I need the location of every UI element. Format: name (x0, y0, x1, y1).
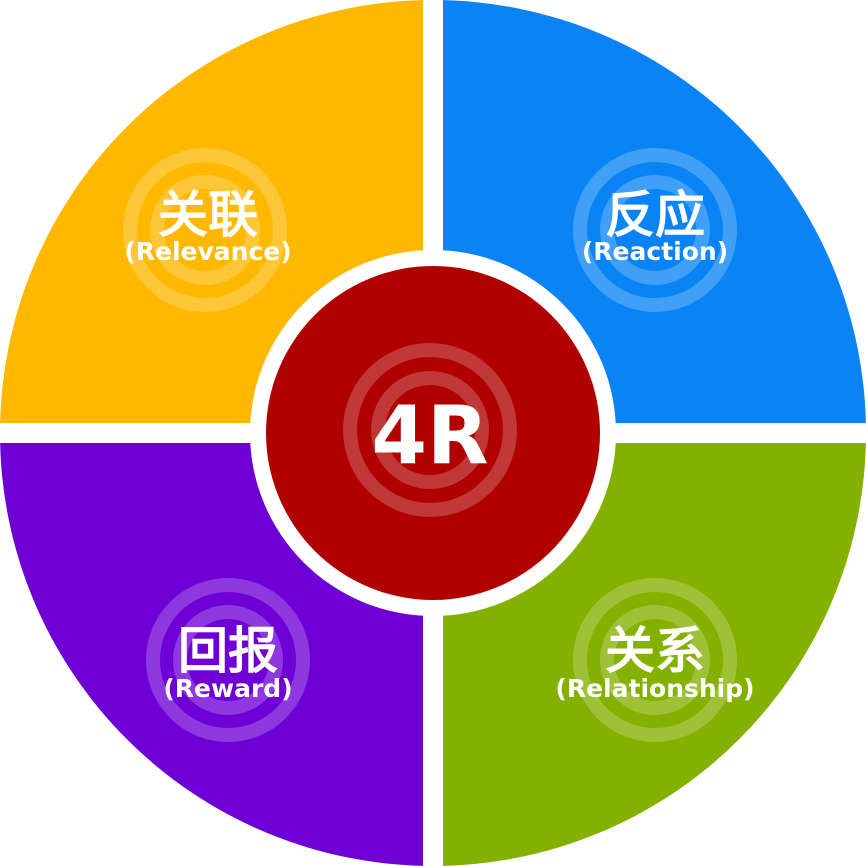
circular-seal-icon (573, 578, 737, 742)
center-disk (266, 266, 600, 600)
center-label: 4R (371, 389, 488, 482)
relationship-title: 关系 (605, 622, 705, 680)
circular-seal-icon (573, 148, 737, 312)
relevance-title: 关联 (158, 186, 258, 244)
reaction-subtitle: (Reaction) (582, 237, 728, 266)
reward-subtitle: (Reward) (163, 674, 292, 703)
relevance-subtitle: (Relevance) (124, 237, 291, 266)
reaction-title: 反应 (605, 186, 705, 244)
circular-seal-icon (146, 578, 310, 742)
relationship-subtitle: (Relationship) (555, 674, 754, 703)
reward-title: 回报 (178, 622, 278, 680)
circular-seal-icon (343, 343, 517, 517)
circular-seal-icon (123, 148, 287, 312)
